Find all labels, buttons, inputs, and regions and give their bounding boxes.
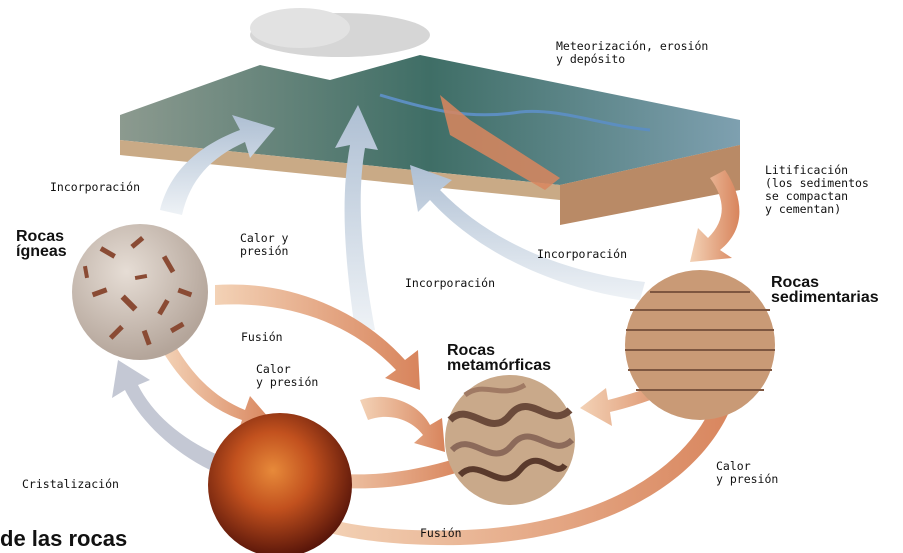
igneous-rock xyxy=(72,224,208,360)
label-heat-pressure-right: Calor y presión xyxy=(716,460,778,486)
diagram-title: de las rocas xyxy=(0,526,127,552)
label-heat-pressure-top: Calor y presión xyxy=(240,232,288,258)
label-melting-bottom: Fusión xyxy=(420,527,462,540)
label-metamorphic-rocks: Rocas metamórficas xyxy=(447,343,551,373)
label-crystallization: Cristalización xyxy=(22,478,119,491)
label-uplift-right: Incorporación xyxy=(537,248,627,261)
magma xyxy=(208,413,352,553)
label-sedimentary-rocks: Rocas sedimentarias xyxy=(771,275,879,305)
label-weathering: Meteorización, erosión y depósito xyxy=(556,40,708,66)
label-heat-pressure-mid: Calor y presión xyxy=(256,363,318,389)
sedimentary-rock xyxy=(625,270,775,420)
label-uplift-left: Incorporación xyxy=(50,181,140,194)
label-lithification: Litificación (los sedimentos se compacta… xyxy=(765,164,869,216)
label-melting-left: Fusión xyxy=(241,331,283,344)
label-igneous-rocks: Rocas ígneas xyxy=(16,229,67,259)
metamorphic-rock xyxy=(445,375,575,505)
label-uplift-center: Incorporación xyxy=(405,277,495,290)
